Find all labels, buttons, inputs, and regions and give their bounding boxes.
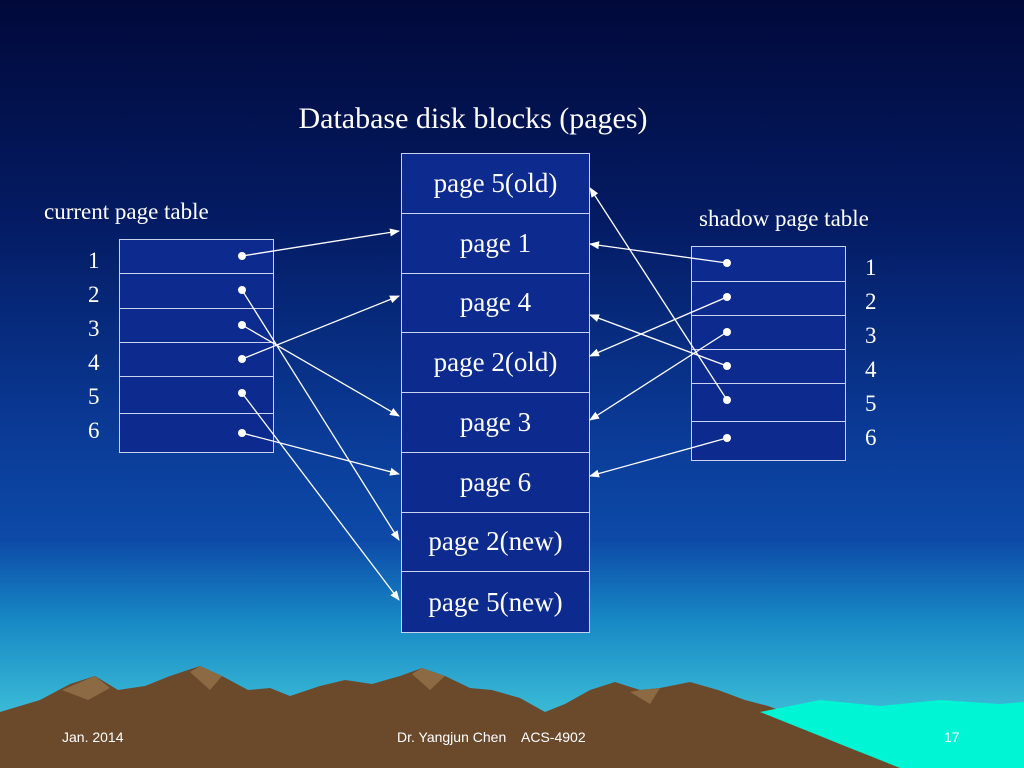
shadow-row-number: 2 bbox=[865, 289, 877, 314]
current-table-row bbox=[120, 414, 273, 452]
footer-page-number: 17 bbox=[944, 729, 960, 745]
current-row-number: 4 bbox=[88, 350, 100, 375]
diagram-title: Database disk blocks (pages) bbox=[298, 102, 648, 135]
current-table-label: current page table bbox=[44, 199, 209, 224]
shadow-table-row bbox=[692, 282, 845, 316]
shadow-row-number: 5 bbox=[865, 391, 877, 416]
disk-block: page 2(old) bbox=[402, 333, 589, 393]
current-row-number: 5 bbox=[88, 384, 100, 409]
disk-blocks-column: page 5(old) page 1 page 4 page 2(old) pa… bbox=[401, 153, 590, 633]
shadow-table-row bbox=[692, 316, 845, 350]
current-page-table bbox=[119, 239, 274, 453]
shadow-table-row bbox=[692, 350, 845, 384]
current-table-row bbox=[120, 309, 273, 343]
disk-block: page 5(new) bbox=[428, 586, 563, 617]
current-table-row bbox=[120, 240, 273, 274]
shadow-table-numbers: 1 2 3 4 5 6 bbox=[865, 251, 877, 455]
shadow-row-number: 1 bbox=[865, 255, 877, 280]
disk-block: page 4 bbox=[402, 274, 589, 334]
shadow-table-row bbox=[692, 422, 845, 460]
current-table-row bbox=[120, 274, 273, 309]
current-row-number: 6 bbox=[88, 418, 100, 443]
disk-block: page 6 bbox=[402, 453, 589, 513]
disk-block: page 1 bbox=[402, 214, 589, 274]
shadow-page-table bbox=[691, 246, 846, 461]
shadow-table-label: shadow page table bbox=[699, 206, 869, 231]
shadow-row-number: 3 bbox=[865, 323, 877, 348]
disk-block: page 5(old) bbox=[402, 154, 589, 214]
current-table-numbers: 1 2 3 4 5 6 bbox=[88, 244, 100, 448]
current-row-number: 2 bbox=[88, 282, 100, 307]
current-row-number: 1 bbox=[88, 248, 100, 273]
current-row-number: 3 bbox=[88, 316, 100, 341]
footer-author: Dr. Yangjun Chen ACS-4902 bbox=[397, 729, 586, 745]
current-table-row bbox=[120, 377, 273, 414]
shadow-row-number: 6 bbox=[865, 425, 877, 450]
disk-block: page 3 bbox=[402, 393, 589, 453]
shadow-table-row bbox=[692, 247, 845, 282]
disk-block: page 2(new) bbox=[402, 513, 589, 573]
footer-date: Jan. 2014 bbox=[62, 729, 124, 745]
shadow-row-number: 4 bbox=[865, 357, 877, 382]
current-table-row bbox=[120, 343, 273, 377]
shadow-table-row bbox=[692, 384, 845, 422]
